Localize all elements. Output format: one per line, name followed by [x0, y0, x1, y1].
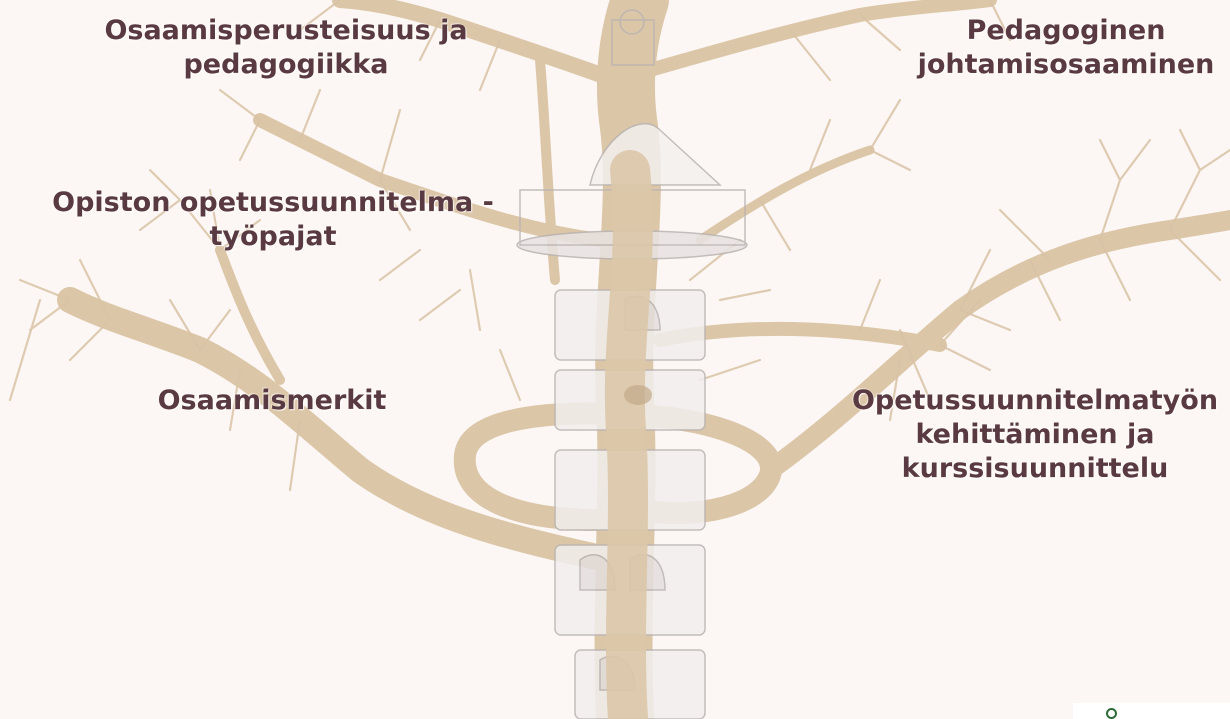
topic-osaamismerkit-line1: Osaamismerkit [150, 384, 394, 418]
topic-pedagoginen-line1: Pedagoginen [906, 14, 1226, 48]
topic-opetussuunnitelmatyo-line1: Opetussuunnitelmatyön [840, 384, 1230, 418]
topic-pedagoginen-line2: johtamisosaaminen [906, 48, 1226, 82]
topic-opiston-line2: työpajat [38, 220, 508, 254]
topic-osaamisperusteisuus[interactable]: Osaamisperusteisuus ja pedagogiikka [100, 14, 472, 82]
topic-opetussuunnitelmatyo-line2: kehittäminen ja [840, 418, 1230, 452]
topic-osaamismerkit[interactable]: Osaamismerkit [150, 384, 394, 418]
topic-opiston-line1: Opiston opetussuunnitelma - [38, 186, 508, 220]
topic-opetussuunnitelmatyo[interactable]: Opetussuunnitelmatyön kehittäminen ja ku… [840, 384, 1230, 485]
topic-osaamisperusteisuus-line2: pedagogiikka [100, 48, 472, 82]
branch-upper-right [700, 150, 870, 240]
topic-osaamisperusteisuus-line1: Osaamisperusteisuus ja [100, 14, 472, 48]
logo-ring-icon [1106, 708, 1117, 719]
topic-opetussuunnitelmatyo-line3: kurssisuunnittelu [840, 452, 1230, 486]
logo [1073, 703, 1230, 719]
topic-opiston[interactable]: Opiston opetussuunnitelma - työpajat [38, 186, 508, 254]
topic-pedagoginen[interactable]: Pedagoginen johtamisosaaminen [906, 14, 1226, 82]
